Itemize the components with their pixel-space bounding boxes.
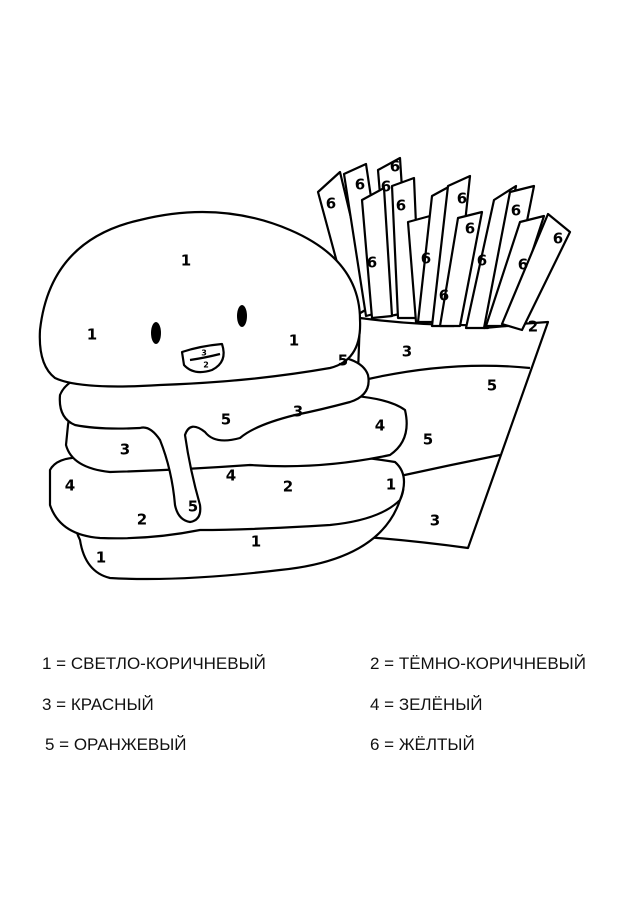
num-mouth-2: 2	[203, 361, 209, 370]
num-fry-2: 6	[355, 176, 365, 194]
num-patty-2: 3	[120, 441, 130, 459]
num-bottom-1: 2	[283, 478, 293, 496]
num-fry-3: 6	[381, 178, 391, 196]
num-bun-2: 1	[87, 326, 97, 344]
num-fry-8: 6	[553, 230, 563, 248]
num-cheese-2: 5	[221, 411, 231, 429]
coloring-illustration: 1 1 1 3 2 5 5 5 3 3 4 4 4 1 2 2 1 1 6 6 …	[38, 156, 572, 581]
num-lettuce-1: 4	[65, 477, 75, 495]
num-bun-1: 1	[181, 252, 191, 270]
legend-item-3: 3 = КРАСНЫЙ	[42, 695, 154, 714]
legend-item-1: 1 = СВЕТЛО-КОРИЧНЕВЫЙ	[42, 654, 266, 673]
fries	[316, 156, 572, 332]
num-fry-9: 6	[465, 220, 475, 238]
num-fry-4: 6	[326, 195, 336, 213]
num-lettuce-2: 4	[226, 467, 236, 485]
num-fry-5: 6	[396, 197, 406, 215]
num-fry-6: 6	[457, 190, 467, 208]
num-mouth-1: 3	[201, 349, 207, 358]
num-bottom-4: 1	[96, 549, 106, 567]
num-fry-7: 6	[511, 202, 521, 220]
num-fry-12: 6	[477, 252, 487, 270]
legend-item-5: 5 = ОРАНЖЕВЫЙ	[45, 735, 187, 754]
region-numbers: 1 1 1 3 2 5 5 5 3 3 4 4 4 1 2 2 1 1 6 6 …	[65, 158, 563, 567]
num-carton-2: 3	[402, 343, 412, 361]
legend-item-6: 6 = ЖЁЛТЫЙ	[370, 735, 475, 754]
num-bottom-3: 1	[251, 533, 261, 551]
num-cheese-1: 5	[338, 352, 348, 370]
num-fry-14: 6	[439, 287, 449, 305]
num-cheese-3: 5	[188, 498, 198, 516]
num-fry-10: 6	[367, 254, 377, 272]
num-carton-3: 5	[487, 377, 497, 395]
burger	[38, 210, 408, 581]
num-carton-5: 3	[430, 512, 440, 530]
num-bun-3: 1	[289, 332, 299, 350]
num-fry-1: 6	[390, 158, 400, 176]
num-fry-13: 6	[518, 256, 528, 274]
num-patty-1: 3	[293, 403, 303, 421]
num-carton-1: 2	[528, 318, 538, 336]
legend-item-2: 2 = ТЁМНО-КОРИЧНЕВЫЙ	[370, 654, 586, 673]
num-lettuce-3: 1	[386, 476, 396, 494]
num-patty-3: 4	[375, 417, 385, 435]
num-fry-11: 6	[421, 250, 431, 268]
num-carton-4: 5	[423, 431, 433, 449]
num-bottom-2: 2	[137, 511, 147, 529]
legend-item-4: 4 = ЗЕЛЁНЫЙ	[370, 695, 483, 714]
